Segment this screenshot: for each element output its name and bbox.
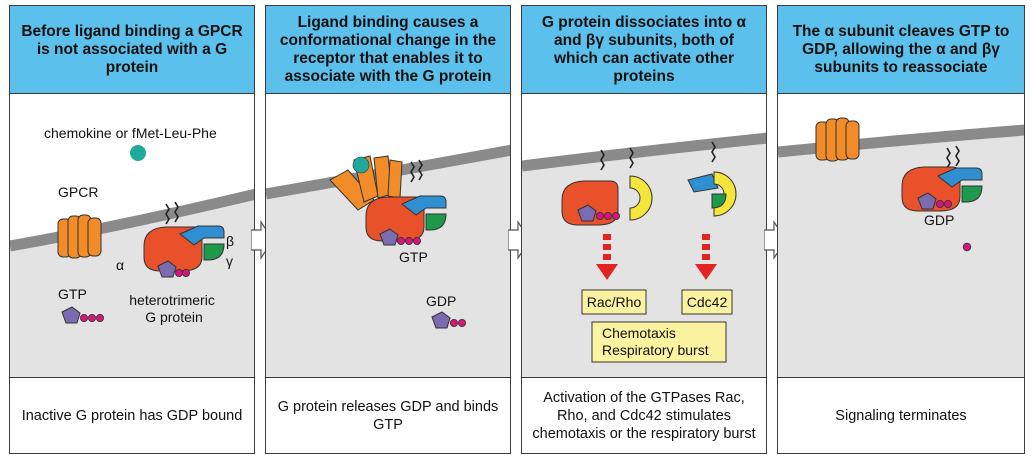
signal-arrow-2 bbox=[695, 234, 717, 280]
panel-1-caption-text: Inactive G protein has GDP bound bbox=[21, 407, 243, 424]
gtp-label: GTP bbox=[58, 286, 87, 302]
panel-1-caption: Inactive G protein has GDP bound bbox=[10, 377, 254, 453]
gpcr-receptor bbox=[57, 214, 102, 259]
panel-1-header: Before ligand binding a GPCR is not asso… bbox=[10, 6, 254, 94]
g-protein-label: heterotrimeric G protein bbox=[129, 292, 218, 325]
outcome-label: Chemotaxis Respiratory burst bbox=[602, 325, 709, 358]
rac-rho-box bbox=[581, 289, 647, 315]
gpcr-receptor bbox=[815, 117, 860, 162]
g-protein-label-line-2: G protein bbox=[145, 309, 203, 325]
plasma-membrane bbox=[522, 132, 766, 172]
ligand bbox=[130, 145, 146, 161]
panel-3-caption-text: Activation of the GTPases Rac, Rho, and … bbox=[532, 389, 756, 442]
plasma-membrane bbox=[10, 188, 254, 252]
g-protein bbox=[143, 201, 225, 278]
outcome-label-line-1: Chemotaxis bbox=[602, 325, 676, 341]
panel-2: Ligand binding causes a conformational c… bbox=[265, 5, 511, 454]
outcome-box bbox=[591, 321, 727, 363]
panel-3-illustration: Rac/Rho Cdc42 Chemotaxis Respiratory bur… bbox=[522, 94, 766, 377]
panel-4-caption: Signaling terminates bbox=[778, 377, 1024, 453]
g-protein-label-line-1: heterotrimeric bbox=[129, 292, 215, 308]
free-gtp bbox=[61, 306, 105, 324]
beta-label: β bbox=[226, 233, 234, 249]
gamma-label: γ bbox=[226, 253, 233, 269]
g-protein-active bbox=[365, 159, 447, 246]
cytoplasm bbox=[778, 130, 1024, 377]
panel-1: Before ligand binding a GPCR is not asso… bbox=[9, 5, 255, 454]
gpcr-label: GPCR bbox=[58, 184, 98, 200]
signal-arrow-1 bbox=[596, 234, 618, 280]
panel-3-header: G protein dissociates into α and βγ subu… bbox=[522, 6, 766, 94]
ligand-label: chemokine or fMet-Leu-Phe bbox=[44, 125, 217, 141]
released-gdp bbox=[431, 311, 466, 329]
cdc42-box bbox=[681, 289, 733, 315]
panel-2-header: Ligand binding causes a conformational c… bbox=[266, 6, 510, 94]
panel-4-caption-text: Signaling terminates bbox=[835, 407, 967, 424]
panel-3: G protein dissociates into α and βγ subu… bbox=[521, 5, 767, 454]
gtp-label: GTP bbox=[399, 249, 428, 265]
panel-1-illustration: chemokine or fMet-Leu-Phe GPCR α β γ bbox=[10, 94, 254, 377]
panel-3-caption: Activation of the GTPases Rac, Rho, and … bbox=[522, 377, 766, 453]
plasma-membrane bbox=[778, 124, 1024, 158]
panel-4-header: The α subunit cleaves GTP to GDP, allowi… bbox=[778, 6, 1024, 94]
alpha-label: α bbox=[116, 257, 124, 273]
panel-1-title: Before ligand binding a GPCR is not asso… bbox=[21, 22, 243, 76]
gdp-label: GDP bbox=[924, 212, 954, 228]
panel-4: The α subunit cleaves GTP to GDP, allowi… bbox=[777, 5, 1025, 454]
ligand bbox=[352, 156, 370, 174]
rac-rho-label: Rac/Rho bbox=[587, 294, 642, 310]
released-phosphate bbox=[962, 242, 972, 252]
panel-2-title: Ligand binding causes a conformational c… bbox=[279, 13, 497, 85]
cdc42-label: Cdc42 bbox=[687, 294, 728, 310]
panel-3-title: G protein dissociates into α and βγ subu… bbox=[541, 13, 747, 85]
panel-4-title: The α subunit cleaves GTP to GDP, allowi… bbox=[792, 22, 1010, 76]
g-protein-reassociated bbox=[901, 145, 983, 212]
panel-2-caption-text: G protein releases GDP and binds GTP bbox=[277, 398, 499, 433]
betagamma-subunit bbox=[687, 141, 737, 217]
panel-2-illustration: GTP GDP bbox=[266, 94, 510, 377]
panel-4-illustration: GDP bbox=[778, 94, 1024, 377]
gdp-label: GDP bbox=[426, 293, 456, 309]
outcome-label-line-2: Respiratory burst bbox=[602, 342, 709, 358]
panel-2-caption: G protein releases GDP and binds GTP bbox=[266, 377, 510, 453]
alpha-subunit-gtp bbox=[561, 147, 653, 226]
